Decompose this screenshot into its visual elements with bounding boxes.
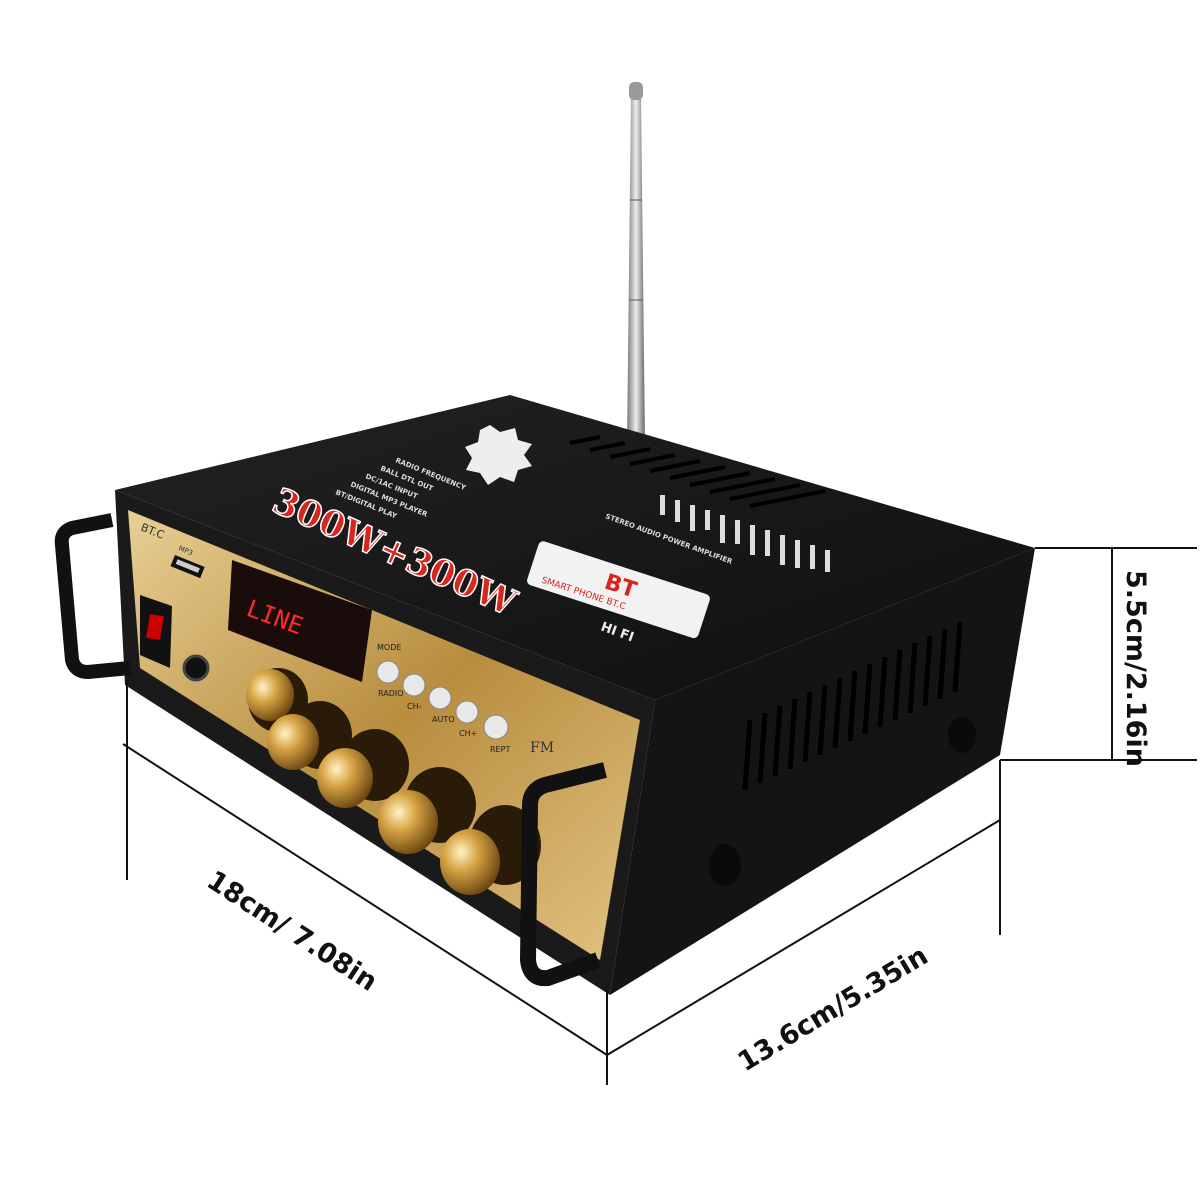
- knob[interactable]: [246, 668, 308, 732]
- next-button[interactable]: [455, 700, 479, 724]
- usb-port[interactable]: [170, 555, 205, 579]
- dimension-lines: [122, 547, 1197, 1085]
- play-pause-button[interactable]: [428, 686, 452, 710]
- button-sublabel: CH-: [407, 702, 422, 711]
- knob[interactable]: [378, 767, 476, 854]
- button-sublabel: AUTO: [432, 715, 455, 724]
- starburst-logo: [465, 425, 532, 485]
- aux-jack[interactable]: [182, 654, 210, 682]
- control-buttons: MODE RADIO CH- AUTO CH+ REPT: [376, 643, 510, 754]
- prev-button[interactable]: [402, 673, 426, 697]
- height-dimension-label: 5.5cm/2.16in: [1120, 570, 1151, 767]
- led-display: [228, 560, 372, 682]
- side-vents: [742, 621, 963, 791]
- length-dimension-label: 18cm/ 7.08in: [201, 865, 382, 998]
- left-handle: [54, 513, 131, 679]
- antenna: [627, 82, 645, 445]
- fm-label: FM: [530, 740, 554, 756]
- power-switch-rocker[interactable]: [146, 613, 164, 641]
- button-label: MODE: [377, 643, 401, 652]
- amplifier-top: [115, 395, 1035, 700]
- side-screw: [948, 717, 976, 753]
- equalizer-graphic: [660, 495, 830, 572]
- mode-button[interactable]: [376, 660, 400, 684]
- top-vents: [569, 435, 826, 508]
- button-sublabel: CH+: [459, 729, 477, 738]
- repeat-button[interactable]: [483, 714, 509, 740]
- knob[interactable]: [317, 729, 409, 808]
- button-sublabel: RADIO: [378, 689, 404, 698]
- button-sublabel: REPT: [490, 745, 510, 754]
- side-screw: [709, 844, 741, 886]
- right-handle: [520, 762, 607, 987]
